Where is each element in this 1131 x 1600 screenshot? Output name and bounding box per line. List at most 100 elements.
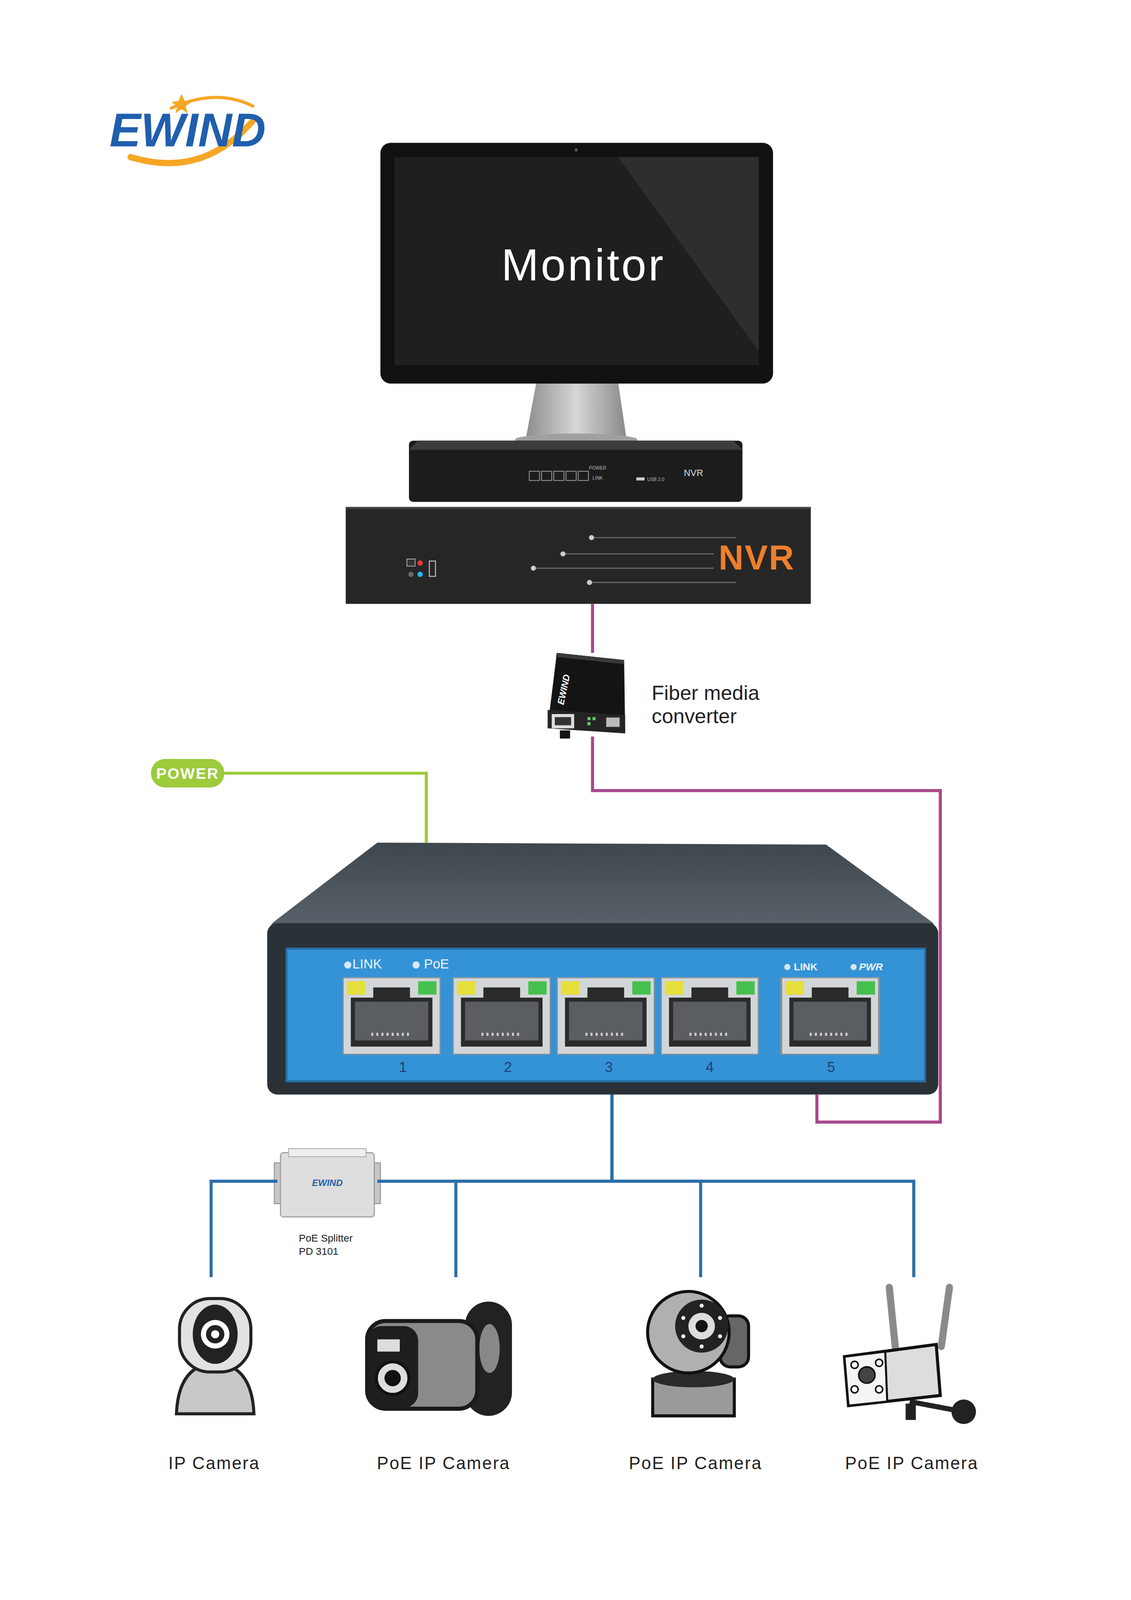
monitor-drawing — [380, 142, 773, 446]
nvr-button — [529, 471, 540, 481]
camera-body — [844, 1344, 940, 1406]
splitter-drawing — [274, 1148, 381, 1217]
status-led — [417, 571, 424, 578]
nvr-button — [541, 471, 552, 481]
poe-switch-drawing — [267, 842, 939, 1095]
ir-panel — [377, 1338, 400, 1352]
camera-face — [675, 1299, 729, 1353]
cable-connector — [592, 736, 941, 1122]
cable-connector — [211, 1181, 278, 1277]
status-led — [408, 571, 414, 578]
node-text: 4 — [705, 1058, 714, 1075]
camera-face — [366, 1325, 419, 1408]
cable-connector — [590, 603, 594, 653]
indicator-label: LINK — [592, 475, 603, 481]
ir-led — [851, 1385, 859, 1393]
ir-led — [717, 1333, 723, 1338]
ir-led — [851, 1360, 859, 1369]
power-led — [417, 560, 424, 566]
node-text: NVR — [718, 537, 795, 578]
monitor-screen: Monitor — [380, 142, 773, 383]
lens-ring — [376, 1361, 410, 1395]
nvr-recorder: NVR — [408, 440, 743, 502]
mount-joint — [479, 1323, 500, 1373]
bracket-plate — [951, 1399, 977, 1424]
cable-connector — [611, 1094, 914, 1277]
node-text: LINK — [793, 960, 818, 973]
legend-dot — [412, 961, 420, 969]
node-text: 1 — [398, 1058, 407, 1075]
splitter-body — [280, 1152, 375, 1217]
camera-head — [647, 1291, 730, 1373]
node-text: 2 — [503, 1058, 512, 1075]
uplink-port — [781, 976, 880, 1055]
converter-led — [592, 717, 596, 721]
nvr-switch — [407, 558, 416, 567]
nvr-body — [408, 440, 743, 502]
poe-switch: LINKPoE12345LINKPWR — [267, 842, 939, 1095]
camera-face — [192, 1304, 238, 1364]
node-text: LINK — [352, 957, 383, 973]
monitor-screen — [394, 157, 760, 366]
node-text: Fiber media converter — [651, 681, 785, 729]
node-text: PoE IP Camera — [377, 1453, 511, 1474]
camera: IP Camera — [173, 1276, 257, 1418]
camera: PoE IP Camera — [842, 1276, 977, 1426]
port-label: USB 2.0 — [647, 476, 665, 483]
converter-led — [587, 722, 591, 726]
converter-foot — [559, 730, 570, 739]
ir-led — [717, 1315, 723, 1320]
converter-front — [547, 709, 625, 734]
camera-face — [844, 1351, 888, 1406]
brand-logo: EWIND — [109, 103, 266, 158]
rj45-port — [661, 976, 760, 1055]
bullet-camera-drawing — [366, 1301, 512, 1416]
ir-led — [681, 1315, 686, 1320]
lens — [384, 1369, 401, 1386]
monitor-frame — [380, 142, 773, 384]
switch-panel — [286, 948, 925, 1082]
converter-led — [587, 717, 591, 721]
converter-drawing — [547, 652, 625, 739]
node-text: IP Camera — [168, 1453, 260, 1474]
power-tag: POWER — [150, 758, 225, 788]
deco-line — [591, 537, 737, 539]
node-text: PoE IP Camera — [845, 1453, 979, 1474]
legend-dot — [784, 963, 791, 970]
ir-led — [699, 1303, 704, 1308]
nvr-edge — [345, 506, 811, 509]
ir-led — [875, 1385, 884, 1393]
wifi-camera-drawing — [844, 1286, 977, 1424]
sfp-slot — [554, 717, 572, 726]
node-text: PoE IP Camera — [628, 1453, 763, 1474]
deco-dot — [560, 551, 566, 557]
camera-head — [179, 1298, 252, 1372]
nvr-case: NVR — [345, 506, 811, 605]
rj45-port — [556, 976, 655, 1055]
lens — [858, 1366, 876, 1384]
rj45-port — [605, 717, 620, 728]
nvr-top — [408, 440, 743, 450]
node-text: PoE — [423, 957, 450, 973]
antenna — [889, 1286, 896, 1348]
cable-connector — [611, 1094, 701, 1277]
switch-top — [270, 842, 935, 930]
legend-dot — [850, 963, 857, 970]
indicator-label: POWER — [588, 465, 607, 471]
splitter-lid — [288, 1148, 367, 1157]
nvr-button — [553, 471, 564, 481]
node-text: NVR — [683, 467, 704, 479]
nvr-button — [578, 471, 589, 481]
nvr-case — [345, 506, 811, 605]
deco-line — [562, 552, 714, 555]
deco-line — [533, 567, 714, 569]
rj45-port — [342, 976, 441, 1055]
lens — [695, 1319, 708, 1333]
nvr-button — [566, 471, 577, 481]
lens-ring — [201, 1319, 230, 1349]
camera: PoE IP Camera — [364, 1276, 514, 1416]
big-nvr-drawing — [345, 506, 811, 605]
switch-front — [267, 923, 939, 1095]
cable-connector — [455, 1094, 612, 1277]
legend-dot — [344, 961, 352, 969]
